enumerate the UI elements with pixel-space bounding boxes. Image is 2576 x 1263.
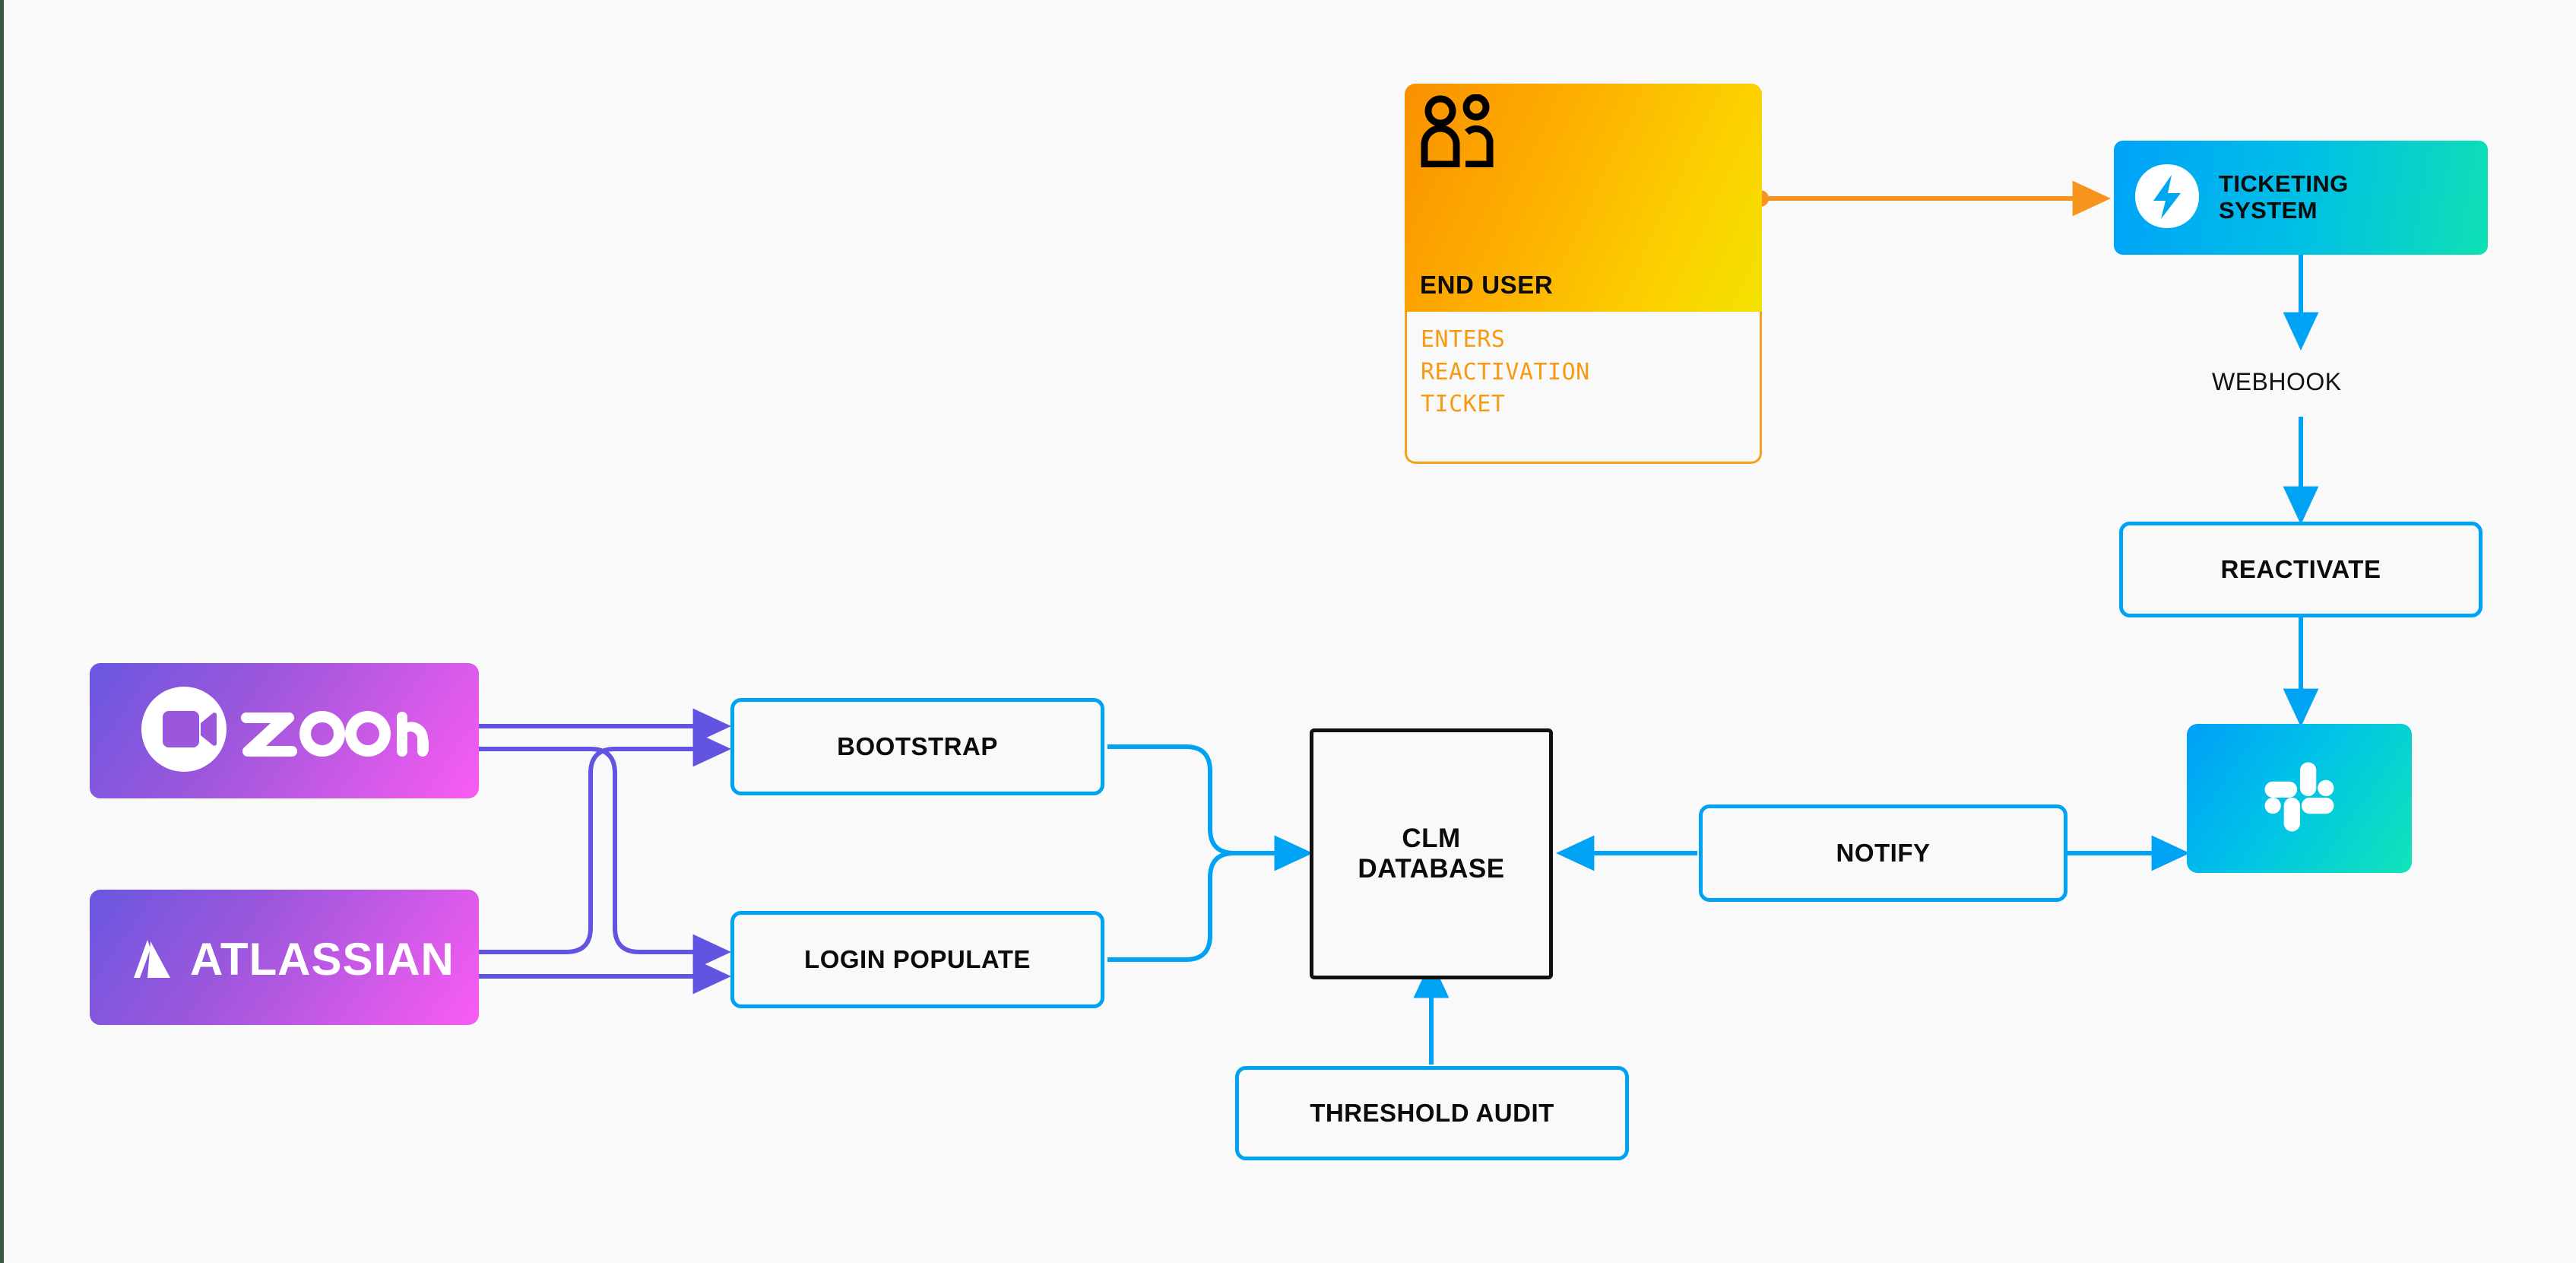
- svg-text:ATLASSIAN: ATLASSIAN: [190, 934, 452, 985]
- zoom-logo-icon: [140, 684, 429, 779]
- notify-box[interactable]: NOTIFY: [1699, 804, 2067, 902]
- threshold-audit-box[interactable]: THRESHOLD AUDIT: [1235, 1066, 1629, 1160]
- clm-database-label: CLM DATABASE: [1358, 823, 1505, 884]
- login-populate-label: LOGIN POPULATE: [804, 945, 1031, 973]
- atlassian-tile[interactable]: ATLASSIAN: [90, 890, 479, 1025]
- ticketing-system-tile[interactable]: TICKETING SYSTEM: [2114, 141, 2488, 255]
- threshold-audit-label: THRESHOLD AUDIT: [1310, 1099, 1554, 1127]
- login-populate-box[interactable]: LOGIN POPULATE: [730, 911, 1104, 1008]
- end-user-card[interactable]: END USER ENTERS REACTIVATION TICKET: [1405, 84, 1762, 464]
- zoom-tile[interactable]: [90, 663, 479, 798]
- clm-database-box[interactable]: CLM DATABASE: [1310, 728, 1553, 979]
- reactivate-label: REACTIVATE: [2220, 555, 2381, 583]
- notify-label: NOTIFY: [1836, 839, 1931, 867]
- slack-logo-icon: [2254, 752, 2344, 846]
- edge-zoom-to-login-populate: [477, 747, 731, 970]
- end-user-description: ENTERS REACTIVATION TICKET: [1405, 312, 1762, 464]
- webhook-edge-label: WEBHOOK: [2212, 368, 2342, 395]
- end-user-card-header: END USER: [1405, 84, 1762, 312]
- bootstrap-box[interactable]: BOOTSTRAP: [730, 698, 1104, 795]
- reactivate-box[interactable]: REACTIVATE: [2119, 522, 2483, 617]
- bootstrap-label: BOOTSTRAP: [837, 732, 998, 760]
- edge-end-user-to-ticketing: [1752, 180, 2111, 217]
- two-people-icon: [1420, 94, 1496, 171]
- ticketing-system-label: TICKETING SYSTEM: [2219, 170, 2349, 224]
- lightning-bolt-icon: [2132, 161, 2202, 235]
- slack-tile[interactable]: [2187, 724, 2412, 873]
- end-user-title: END USER: [1420, 271, 1554, 299]
- edge-bootstrap-to-clm: [1107, 744, 1313, 871]
- edge-atlassian-to-bootstrap: [477, 731, 731, 954]
- atlassian-logo-icon: ATLASSIAN: [117, 923, 454, 992]
- edge-login-populate-to-clm: [1107, 835, 1313, 962]
